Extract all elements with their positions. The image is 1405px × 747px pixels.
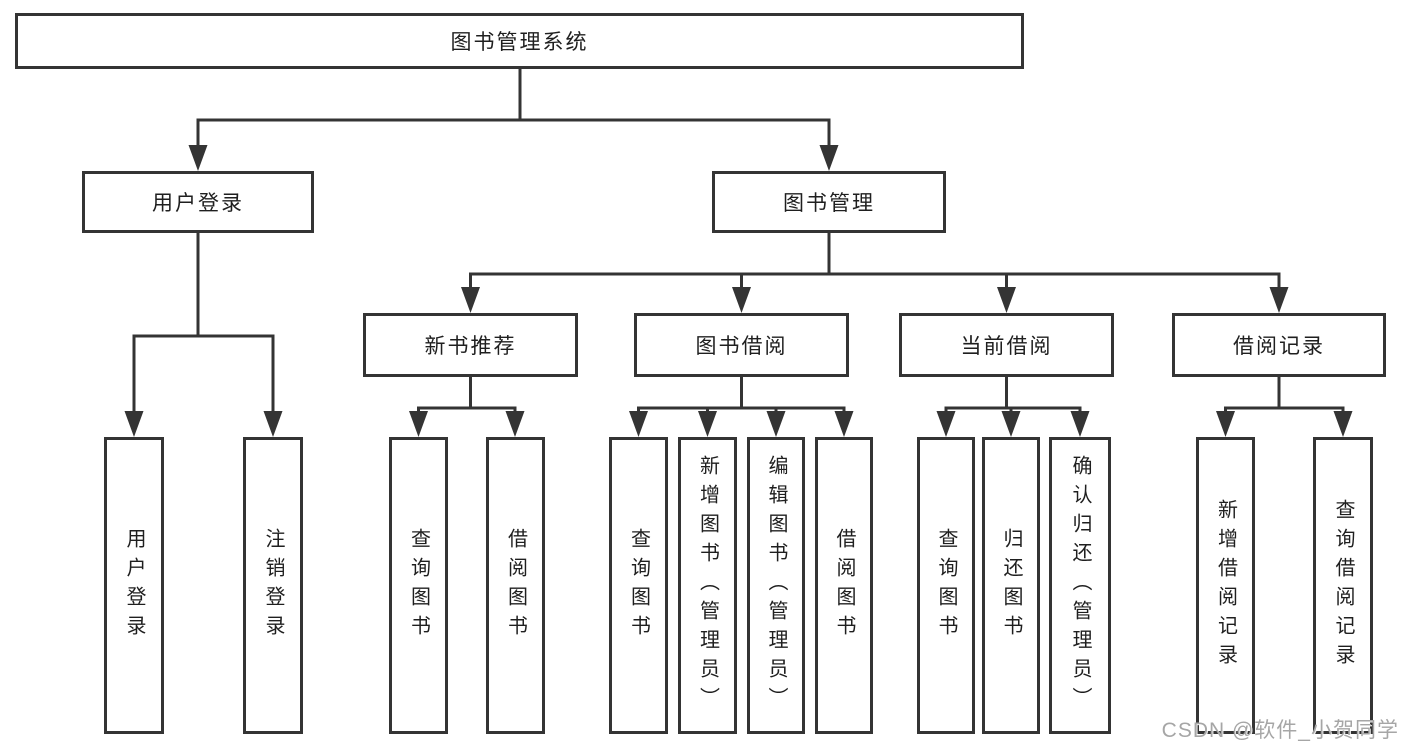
leaf-query-books-3: 查询图书: [917, 437, 975, 734]
leaf-add-borrow-record: 新增借阅记录: [1196, 437, 1255, 734]
node-label: 用户登录: [123, 527, 145, 644]
leaf-return-books: 归还图书: [982, 437, 1040, 734]
node-label: 查询图书: [935, 527, 957, 644]
node-label: 借阅图书: [504, 527, 527, 644]
leaf-user-login: 用户登录: [104, 437, 164, 734]
node-label: 图书借阅: [695, 335, 788, 358]
node-label: 当前借阅: [960, 335, 1053, 358]
node-label: 查询图书: [407, 527, 430, 644]
node-label: 用户登录: [152, 192, 244, 215]
node-label: 注销登录: [262, 527, 284, 644]
node-label: 图书管理系统: [450, 31, 589, 54]
node-label: 新增借阅记录: [1214, 498, 1237, 673]
node-library-management-system: 图书管理系统: [15, 13, 1024, 69]
leaf-logout: 注销登录: [243, 437, 303, 734]
leaf-query-borrow-record: 查询借阅记录: [1313, 437, 1373, 734]
leaf-confirm-return-admin: 确认归还（管理员）: [1049, 437, 1111, 734]
node-label: 查询借阅记录: [1332, 498, 1354, 673]
node-book-management: 图书管理: [712, 171, 946, 233]
node-label: 归还图书: [1000, 527, 1022, 644]
node-borrow-records: 借阅记录: [1172, 313, 1386, 377]
leaf-edit-books-admin: 编辑图书（管理员）: [747, 437, 805, 734]
node-label: 借阅记录: [1233, 335, 1325, 358]
leaf-query-books-2: 查询图书: [609, 437, 668, 734]
node-label: 确认归还（管理员）: [1069, 455, 1091, 716]
node-label: 新书推荐: [424, 335, 517, 358]
node-label: 编辑图书（管理员）: [765, 455, 787, 716]
node-book-borrow: 图书借阅: [634, 313, 849, 377]
node-label: 查询图书: [627, 527, 650, 644]
leaf-borrow-books-1: 借阅图书: [486, 437, 545, 734]
leaf-add-books-admin: 新增图书（管理员）: [678, 437, 737, 734]
node-current-borrow: 当前借阅: [899, 313, 1114, 377]
leaf-borrow-books-2: 借阅图书: [815, 437, 873, 734]
csdn-watermark: CSDN @软件_小贺同学: [1161, 719, 1399, 742]
node-user-login: 用户登录: [82, 171, 314, 233]
node-label: 借阅图书: [833, 527, 855, 644]
node-new-book-recommend: 新书推荐: [363, 313, 578, 377]
node-label: 新增图书（管理员）: [696, 455, 719, 716]
leaf-query-books-1: 查询图书: [389, 437, 448, 734]
node-label: 图书管理: [783, 192, 875, 215]
